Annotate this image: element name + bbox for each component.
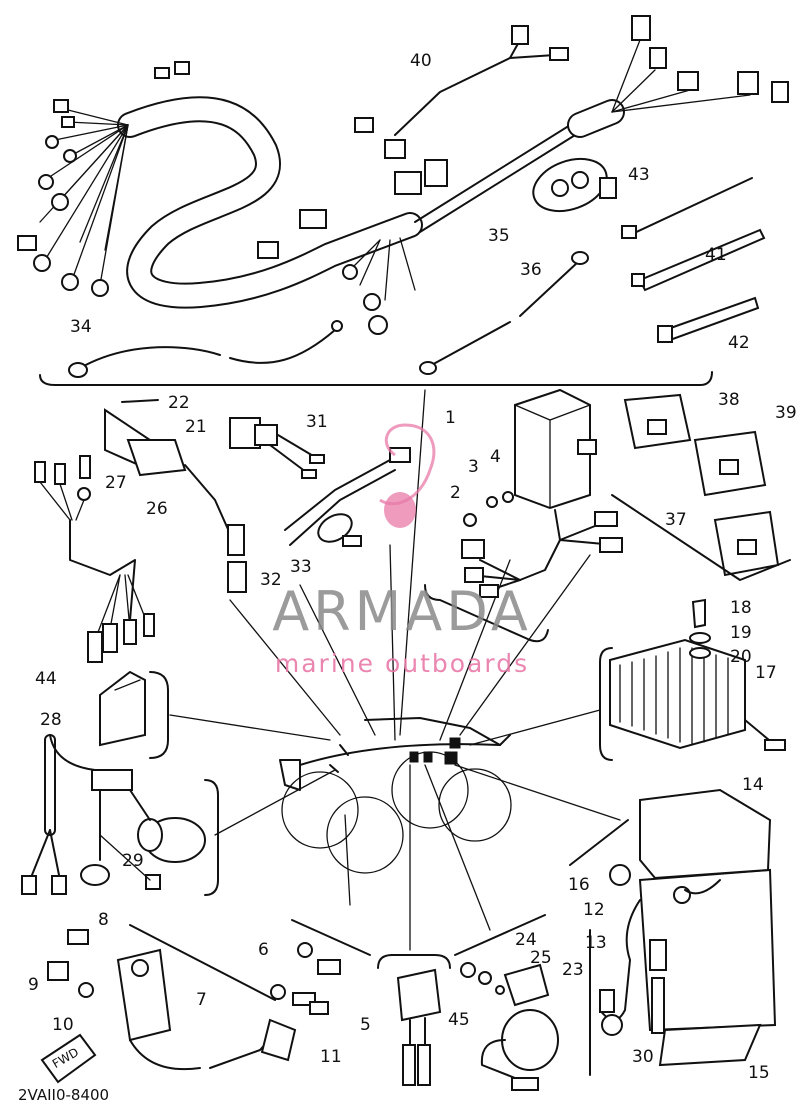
callout-27: 27 <box>105 473 127 493</box>
callout-13: 13 <box>585 933 607 953</box>
callout-45: 45 <box>448 1010 470 1030</box>
part-1-cdi-unit <box>461 388 623 598</box>
watermark: ARMADA marine outboards <box>272 423 532 678</box>
bracket-1 <box>424 584 549 643</box>
callout-9: 9 <box>28 975 39 995</box>
part-44-box <box>99 670 146 747</box>
bracket-17 <box>599 647 613 761</box>
watermark-subtitle: marine outboards <box>275 649 529 678</box>
callout-28: 28 <box>40 710 62 730</box>
callout-33: 33 <box>290 557 312 577</box>
callout-38: 38 <box>718 390 740 410</box>
bracket-7 <box>129 924 276 1001</box>
part-7-ignition-coil <box>40 929 297 1084</box>
callout-36: 36 <box>520 260 542 280</box>
callout-35: 35 <box>488 226 510 246</box>
lead-wires <box>68 251 589 378</box>
watermark-logo-dot <box>384 492 416 528</box>
callout-42: 42 <box>728 333 750 353</box>
callout-22: 22 <box>168 393 190 413</box>
callout-4: 4 <box>490 447 501 467</box>
callout-34: 34 <box>70 317 92 337</box>
callout-24: 24 <box>515 930 537 950</box>
callout-29: 29 <box>122 851 144 871</box>
callout-8: 8 <box>98 910 109 930</box>
part-26-harness <box>34 455 155 663</box>
callout-19: 19 <box>730 623 752 643</box>
part-37-39-covers <box>623 393 780 577</box>
callout-41: 41 <box>705 245 727 265</box>
callout-44: 44 <box>35 669 57 689</box>
callout-2: 2 <box>450 483 461 503</box>
callout-31: 31 <box>306 412 328 432</box>
harness-bracket <box>39 371 713 386</box>
callout-3: 3 <box>468 457 479 477</box>
bracket-5 <box>291 919 371 956</box>
callout-12: 12 <box>583 900 605 920</box>
callout-40: 40 <box>410 51 432 71</box>
chassis-outline <box>279 717 512 874</box>
callout-14: 14 <box>742 775 764 795</box>
part-31-connector <box>229 417 325 479</box>
callout-26: 26 <box>146 499 168 519</box>
bracket-28 <box>204 779 219 896</box>
part-28-harness <box>21 734 206 895</box>
callout-1: 1 <box>445 408 456 428</box>
part-14-battery <box>599 788 777 1067</box>
part-45-relay <box>396 968 442 1086</box>
watermark-title: ARMADA <box>272 580 532 643</box>
callout-43: 43 <box>628 165 650 185</box>
part-23-sensor <box>460 962 559 1091</box>
callout-labels: 2 1 3 4 5 6 7 8 9 10 11 12 13 14 15 16 1… <box>28 51 797 1083</box>
callout-15: 15 <box>748 1063 770 1083</box>
part-5-bolts <box>270 942 341 1015</box>
sub-harness-40 <box>354 25 569 159</box>
callout-20: 20 <box>730 647 752 667</box>
callout-21: 21 <box>185 417 207 437</box>
part-21-connector <box>104 399 247 593</box>
bracket-45 <box>377 954 451 969</box>
callout-6: 6 <box>258 940 269 960</box>
callout-16: 16 <box>568 875 590 895</box>
bracket-44 <box>149 671 169 759</box>
callout-30: 30 <box>632 1047 654 1067</box>
part-33-lead <box>284 447 411 547</box>
callout-11: 11 <box>320 1047 342 1067</box>
callout-7: 7 <box>196 990 207 1010</box>
callout-37: 37 <box>665 510 687 530</box>
watermark-logo-swirl <box>379 423 436 506</box>
callout-10: 10 <box>52 1015 74 1035</box>
callout-17: 17 <box>755 663 777 683</box>
callout-32: 32 <box>260 570 282 590</box>
leader-lines <box>169 389 621 951</box>
bracket-37 <box>611 494 791 581</box>
callout-5: 5 <box>360 1015 371 1035</box>
diagram-code: 2VAII0-8400 <box>18 1086 109 1104</box>
bracket-14 <box>569 819 629 866</box>
callout-23: 23 <box>562 960 584 980</box>
cable-ties <box>621 177 766 343</box>
callout-39: 39 <box>775 403 797 423</box>
callout-25: 25 <box>530 948 552 968</box>
bracket-23 <box>454 914 546 956</box>
main-wire-harness <box>17 15 789 335</box>
part-17-rectifier <box>609 598 786 751</box>
callout-18: 18 <box>730 598 752 618</box>
